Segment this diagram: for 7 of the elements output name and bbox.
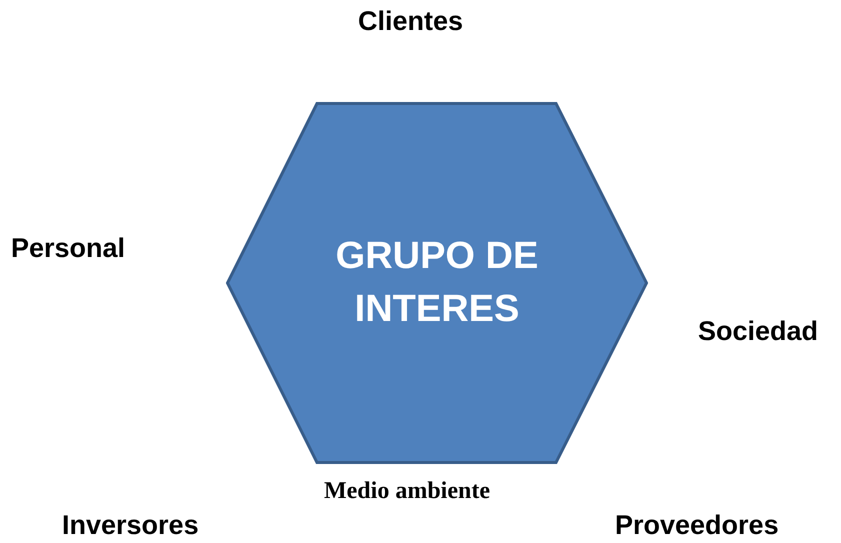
stakeholder-label: Medio ambiente	[324, 478, 490, 505]
hexagon-title: GRUPO DE INTERES	[334, 234, 540, 332]
stakeholder-label: Proveedores	[615, 510, 779, 541]
stakeholder-label: Clientes	[358, 6, 464, 37]
stakeholder-label: Inversores	[62, 510, 199, 541]
stakeholder-label: Personal	[11, 233, 126, 264]
stakeholder-label: Sociedad	[698, 316, 818, 347]
